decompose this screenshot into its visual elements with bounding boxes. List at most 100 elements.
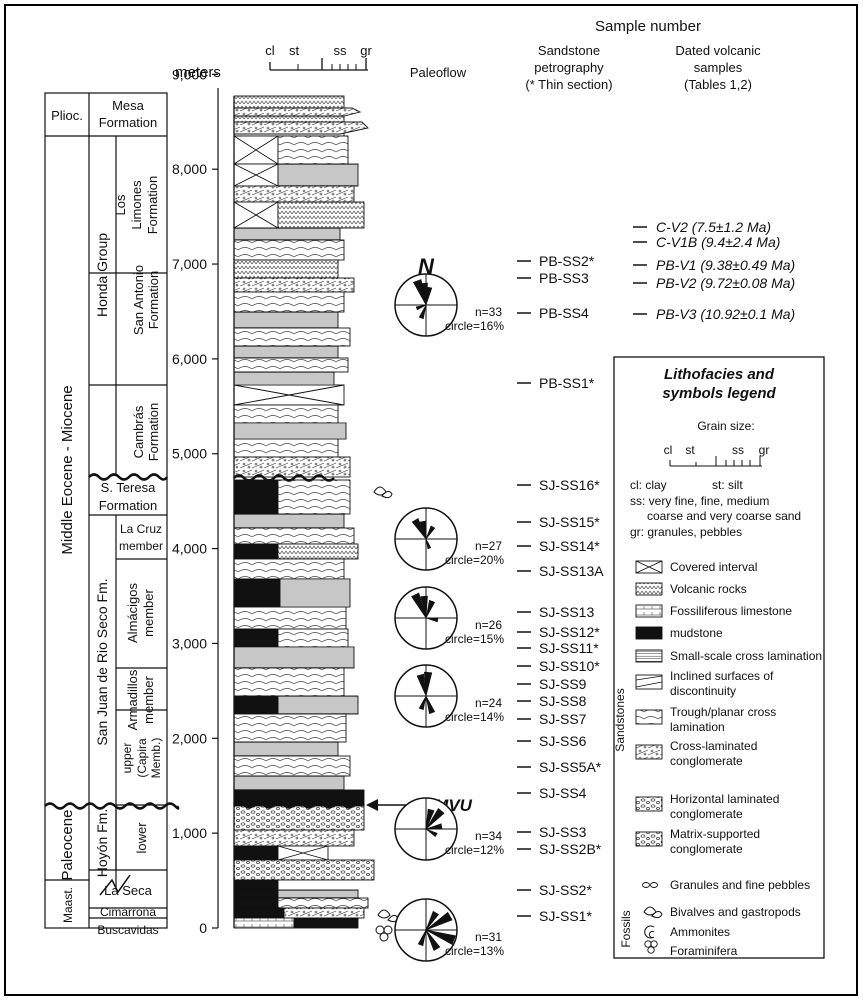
member-upper-capira: upper (Capira Memb.) xyxy=(120,738,163,779)
member-la-cruz: La Cruz member xyxy=(119,522,163,553)
depth-tick-label: 0 xyxy=(199,920,207,936)
legend-item-label: Granules and fine pebbles xyxy=(670,878,810,892)
legend-item-label: Bivalves and gastropods xyxy=(670,905,801,919)
north-label: N xyxy=(418,254,435,279)
epoch-maast: Maast. xyxy=(61,887,75,923)
legend-item-label: lamination xyxy=(670,720,725,734)
svg-text:(Capira: (Capira xyxy=(135,738,149,778)
svg-text:La Cruz: La Cruz xyxy=(120,522,162,536)
rose-circle-label: circle=16% xyxy=(445,319,504,333)
legend-item-label: mudstone xyxy=(670,626,723,640)
scale-label-ss: ss xyxy=(334,43,348,58)
column-unconformity-1 xyxy=(233,474,335,482)
rose-petal xyxy=(425,823,443,830)
rose-petal xyxy=(425,911,453,931)
paleoflow-rose-diagrams: n=33circle=16%n=27circle=20%n=26circle=1… xyxy=(394,273,504,962)
legend-item-label: Covered interval xyxy=(670,560,757,574)
chronostratigraphy-table xyxy=(44,92,168,929)
grain-size-scale: cl st ss gr xyxy=(265,43,372,71)
sandstone-sample-label: SJ-SS16* xyxy=(539,477,600,493)
horizontal-conglomerate-symbol xyxy=(635,796,663,812)
svg-text:samples: samples xyxy=(694,60,743,75)
legend-def-sand-cont: coarse and very coarse sand xyxy=(647,509,801,523)
svg-text:Sandstone: Sandstone xyxy=(538,43,600,58)
volcanic-rocks-symbol xyxy=(635,582,663,596)
formation-los-limones: Los Limones Formation xyxy=(113,176,160,235)
svg-text:Cambrás: Cambrás xyxy=(131,405,146,458)
fossiliferous-limestone-symbol xyxy=(635,604,663,618)
sample-number-title: Sample number xyxy=(595,18,701,35)
depth-tick-label: 7,000 xyxy=(172,256,207,272)
svg-text:member: member xyxy=(141,588,156,636)
svg-text:Los: Los xyxy=(113,194,128,215)
sandstone-sample-label: SJ-SS3 xyxy=(539,824,587,840)
legend-def-sand: ss: very fine, fine, medium xyxy=(630,494,769,508)
volcanic-samples: C-V2 (7.5±1.2 Ma)C-V1B (9.4±2.4 Ma)PB-V1… xyxy=(633,219,795,322)
sandstone-sample-label: SJ-SS6 xyxy=(539,733,587,749)
epoch-paleocene: Paleocene xyxy=(59,810,76,881)
legend-def-gravel: gr: granules, pebbles xyxy=(630,525,742,539)
rose-petal xyxy=(416,673,427,697)
bivalve-gastropod-icon xyxy=(373,486,393,499)
legend-item-label: conglomerate xyxy=(670,842,743,856)
member-almacigos: Almácigos member xyxy=(125,583,156,643)
sandstone-sample-label: SJ-SS13 xyxy=(539,604,594,620)
rose-petal xyxy=(425,617,439,623)
rose-petal xyxy=(424,671,433,697)
depth-tick-label: 6,000 xyxy=(172,351,207,367)
group-san-juan: San Juan de Rio Seco Fm. xyxy=(94,578,110,745)
svg-text:Memb.): Memb.) xyxy=(149,738,163,779)
rose-n-label: n=31 xyxy=(475,930,502,944)
svg-text:member: member xyxy=(141,675,156,723)
formation-s-teresa: S. Teresa Formation xyxy=(99,480,158,513)
rose-circle-label: circle=20% xyxy=(445,553,504,567)
sandstone-sample-label: SJ-SS4 xyxy=(539,785,587,801)
formation-la-seca: La Seca xyxy=(104,883,152,898)
depth-tick-label: 4,000 xyxy=(172,541,207,557)
meters-header: meters xyxy=(175,64,221,81)
svg-text:Formation: Formation xyxy=(99,498,158,513)
granules-icon xyxy=(642,882,658,888)
rose-circle-label: circle=13% xyxy=(445,944,504,958)
inclined-surfaces-lines xyxy=(635,675,663,688)
depth-tick-label: 9,000 xyxy=(172,66,207,82)
inclined-surfaces-symbol xyxy=(635,674,663,690)
sandstone-sample-label: SJ-SS1* xyxy=(539,908,592,924)
volcanic-sample-label: PB-V2 (9.72±0.08 Ma) xyxy=(656,275,795,291)
rose-petal xyxy=(425,828,438,838)
sandstone-sample-label: SJ-SS7 xyxy=(539,711,587,727)
legend-grain-scale xyxy=(669,456,762,467)
svg-text:Formation: Formation xyxy=(99,115,158,130)
svg-text:Dated volcanic: Dated volcanic xyxy=(675,43,761,58)
unconformity-mmvu xyxy=(44,802,180,810)
sandstone-sample-label: SJ-SS13A xyxy=(539,563,604,579)
formation-san-antonio: San Antonio Formation xyxy=(131,265,161,335)
svg-text:Formation: Formation xyxy=(146,271,161,330)
rose-petal xyxy=(425,538,432,550)
svg-text:Formation: Formation xyxy=(146,403,161,462)
legend-scale-ss: ss xyxy=(732,443,744,457)
legend-item-label: conglomerate xyxy=(670,754,743,768)
rose-petal xyxy=(425,929,441,951)
covered-interval-symbol xyxy=(635,560,663,574)
legend-box: Lithofacies and symbols legend Grain siz… xyxy=(613,356,825,959)
svg-text:(* Thin section): (* Thin section) xyxy=(525,77,612,92)
sandstone-sample-label: SJ-SS2* xyxy=(539,882,592,898)
svg-text:Formation: Formation xyxy=(145,176,160,235)
legend-def-silt: st: silt xyxy=(712,478,743,492)
svg-text:Mesa: Mesa xyxy=(112,98,145,113)
legend-scale-gr: gr xyxy=(759,443,770,457)
unconformity-upper xyxy=(88,473,169,481)
legend-grain-size: Grain size: xyxy=(697,419,754,433)
group-hoyon: Hoyón Fm. xyxy=(94,809,110,877)
rose-n-label: n=24 xyxy=(475,696,502,710)
legend-title-line-2: symbols legend xyxy=(662,385,776,402)
formation-cimarrona: Cimarrona xyxy=(100,905,156,919)
scale-label-cl: cl xyxy=(265,43,275,58)
rose-n-label: n=34 xyxy=(475,829,502,843)
rose-petal xyxy=(425,808,435,830)
depth-tick-label: 8,000 xyxy=(172,161,207,177)
